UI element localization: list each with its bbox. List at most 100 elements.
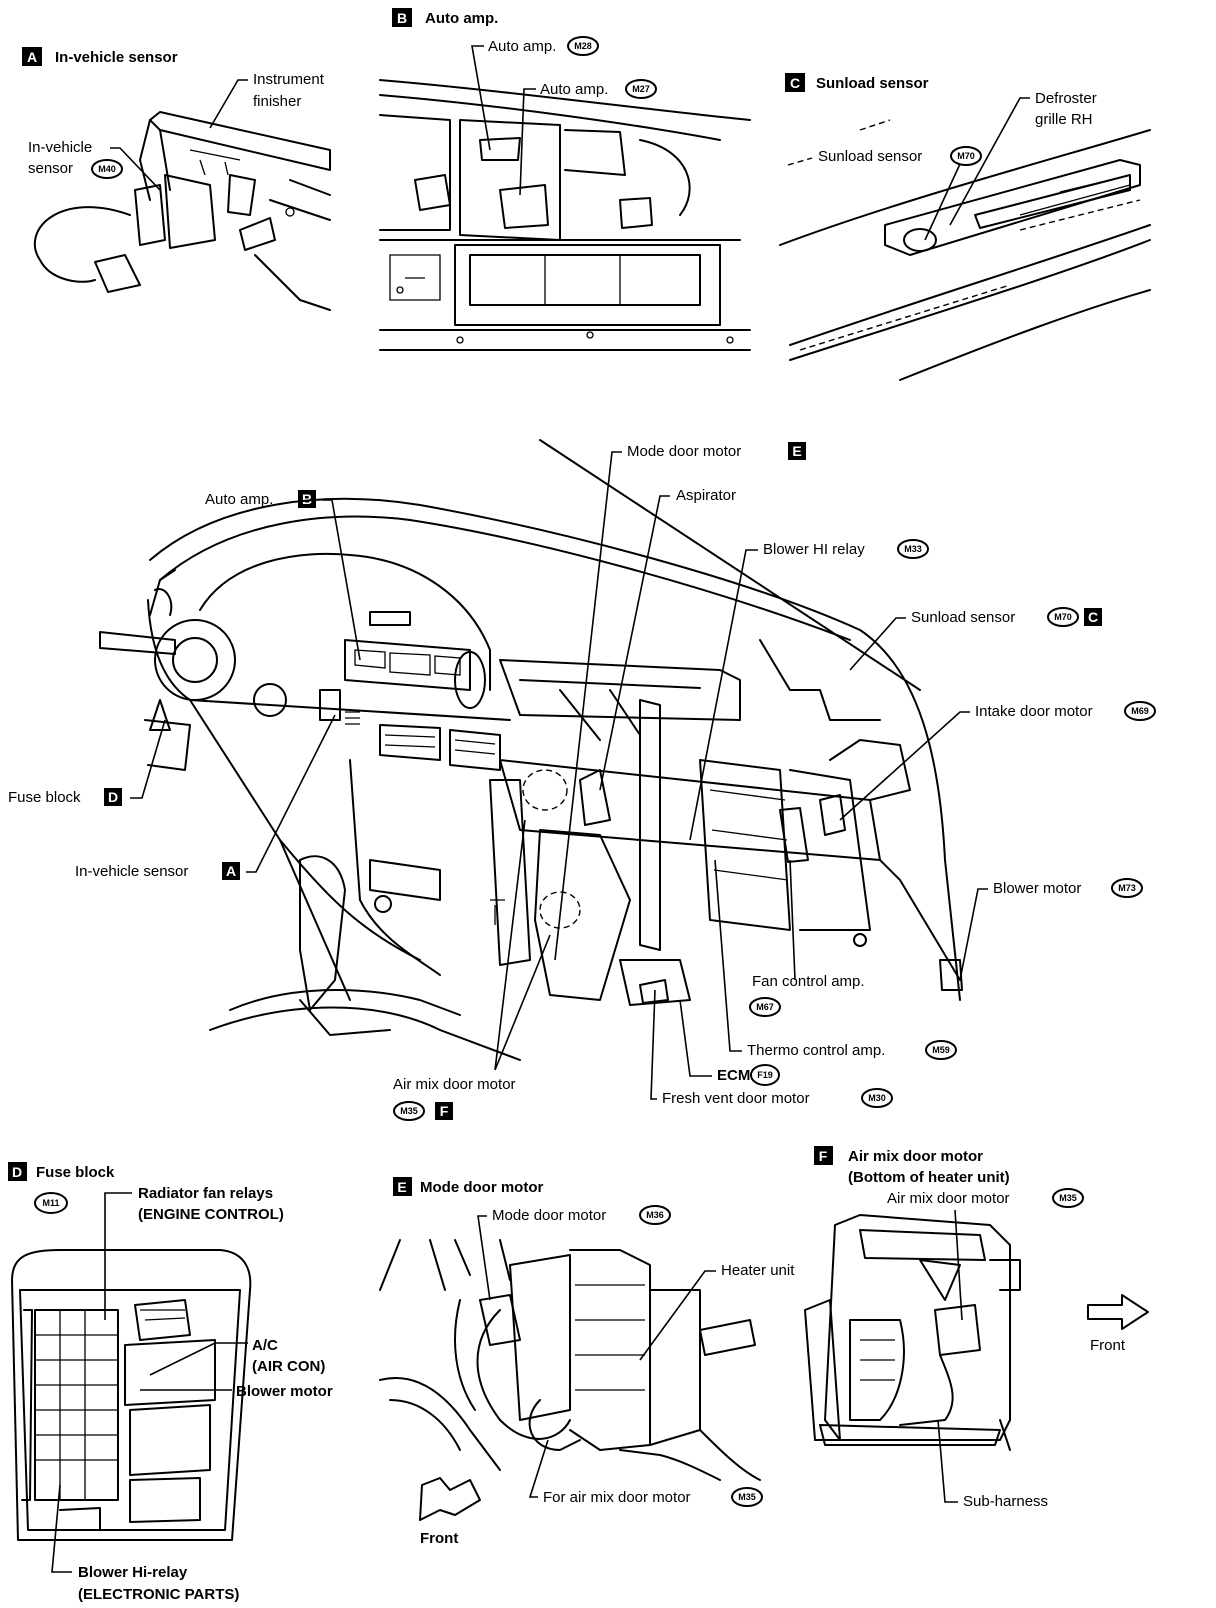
code-m35-e: M35 — [738, 1492, 756, 1502]
label-heater-unit: Heater unit — [721, 1262, 795, 1279]
code-m69: M69 — [1131, 706, 1149, 716]
label-sub-harness: Sub-harness — [963, 1493, 1048, 1510]
badge-d — [8, 1162, 27, 1181]
main-dashboard-view: Mode door motor E Aspirator Auto amp. B … — [8, 439, 1156, 1121]
badge-c — [785, 73, 805, 92]
callout-ecm: ECM — [717, 1067, 750, 1084]
badge-b-callout-letter: B — [302, 491, 312, 507]
code-m70: M70 — [957, 151, 975, 161]
connector-code-m70 — [950, 146, 982, 166]
connector-code-m30 — [861, 1088, 893, 1108]
badge-b — [392, 8, 412, 27]
code-m28: M28 — [574, 41, 592, 51]
callout-intake-door-motor: Intake door motor — [975, 703, 1093, 720]
label-instrument-finisher: Instrument — [253, 71, 325, 88]
connector-code-f19 — [750, 1064, 780, 1086]
badge-c-letter: C — [790, 75, 800, 91]
badge-c-callout — [1084, 608, 1102, 626]
code-m36: M36 — [646, 1210, 664, 1220]
badge-a-callout-letter: A — [226, 863, 236, 879]
connector-code-m67 — [749, 997, 781, 1017]
callout-auto-amp: Auto amp. — [205, 491, 273, 508]
callout-blower-hi-relay: Blower HI relay — [763, 541, 865, 558]
connector-code-m70-main — [1047, 607, 1079, 627]
connector-code-m33 — [897, 539, 929, 559]
callout-thermo-control-amp: Thermo control amp. — [747, 1042, 885, 1059]
code-m11: M11 — [42, 1198, 59, 1208]
badge-d-callout-letter: D — [108, 789, 118, 805]
label-ac: A/C — [252, 1337, 278, 1354]
callout-aspirator: Aspirator — [676, 487, 736, 504]
connector-code-m69 — [1124, 701, 1156, 721]
code-f19: F19 — [757, 1070, 773, 1080]
panel-e-mode-door-motor: E Mode door motor Mode door motor M36 He… — [379, 1177, 795, 1547]
label-blower-motor-fuse: Blower motor — [236, 1383, 333, 1400]
connector-code-m27 — [625, 79, 657, 99]
panel-f-subtitle: (Bottom of heater unit) — [848, 1169, 1010, 1186]
label-engine-control: (ENGINE CONTROL) — [138, 1206, 284, 1223]
code-m40: M40 — [98, 164, 116, 174]
label-auto-amp-m27: Auto amp. — [540, 81, 608, 98]
front-arrow-icon-f — [1087, 1294, 1149, 1330]
badge-f-callout — [435, 1102, 453, 1120]
label-sunload-sensor: Sunload sensor — [818, 148, 922, 165]
panel-f-title: Air mix door motor — [848, 1148, 983, 1165]
badge-d-callout — [104, 788, 122, 806]
badge-f — [814, 1146, 833, 1165]
badge-e-callout-letter: E — [792, 443, 801, 459]
label-electronic-parts: (ELECTRONIC PARTS) — [78, 1586, 239, 1603]
panel-b-title: Auto amp. — [425, 10, 498, 27]
connector-code-m40 — [91, 159, 123, 179]
label-in-vehicle-sensor-2: sensor — [28, 160, 73, 177]
panel-d-title: Fuse block — [36, 1164, 115, 1181]
connector-code-m59 — [925, 1040, 957, 1060]
badge-b-letter: B — [397, 10, 407, 26]
code-m59: M59 — [932, 1045, 950, 1055]
badge-d-letter: D — [12, 1164, 22, 1180]
badge-e — [393, 1177, 412, 1196]
label-in-vehicle-sensor: In-vehicle — [28, 139, 92, 156]
callout-mode-door-motor: Mode door motor — [627, 443, 741, 460]
panel-f-air-mix-door-motor: F Air mix door motor (Bottom of heater u… — [804, 1146, 1149, 1510]
label-auto-amp-m28: Auto amp. — [488, 38, 556, 55]
label-radiator-fan-relays: Radiator fan relays — [138, 1185, 273, 1202]
label-defroster-grille: Defroster — [1035, 90, 1097, 107]
label-front-f: Front — [1090, 1337, 1126, 1354]
connector-code-m35-f — [1052, 1188, 1084, 1208]
label-mode-door-motor-m36: Mode door motor — [492, 1207, 606, 1224]
panel-c-title: Sunload sensor — [816, 75, 929, 92]
code-m73: M73 — [1118, 883, 1136, 893]
badge-e-callout — [788, 442, 806, 460]
callout-sunload-sensor: Sunload sensor — [911, 609, 1015, 626]
panel-b-auto-amp: B Auto amp. Auto amp. M28 Auto amp. M27 — [379, 8, 751, 351]
callout-air-mix-door-motor: Air mix door motor — [393, 1076, 516, 1093]
panel-c-sunload-sensor: C Sunload sensor Sunload sensor M70 Defr… — [779, 73, 1151, 381]
badge-f-callout-letter: F — [440, 1103, 449, 1119]
panel-e-title: Mode door motor — [420, 1179, 543, 1196]
badge-a-callout — [222, 862, 240, 880]
panel-a-title: In-vehicle sensor — [55, 49, 178, 66]
badge-e-letter: E — [397, 1179, 406, 1195]
badge-a — [22, 47, 42, 66]
code-m67: M67 — [756, 1002, 774, 1012]
callout-fan-control-amp: Fan control amp. — [752, 973, 865, 990]
callout-fresh-vent-door-motor: Fresh vent door motor — [662, 1090, 810, 1107]
panel-a-in-vehicle-sensor: A In-vehicle sensor Instrument finisher … — [22, 47, 331, 311]
connector-code-m28 — [567, 36, 599, 56]
badge-a-letter: A — [27, 49, 37, 65]
connector-code-m35-e — [731, 1487, 763, 1507]
label-defroster-grille-2: grille RH — [1035, 111, 1093, 128]
connector-code-m35-main — [393, 1101, 425, 1121]
callout-fuse-block: Fuse block — [8, 789, 81, 806]
code-m70-main: M70 — [1054, 612, 1072, 622]
badge-f-letter: F — [819, 1148, 828, 1164]
label-air-con: (AIR CON) — [252, 1358, 325, 1375]
label-front-e: Front — [420, 1530, 458, 1547]
callout-blower-motor: Blower motor — [993, 880, 1081, 897]
code-m30: M30 — [868, 1093, 886, 1103]
code-m35-main: M35 — [400, 1106, 418, 1116]
label-blower-hi-relay: Blower Hi-relay — [78, 1564, 188, 1581]
label-instrument-finisher-2: finisher — [253, 93, 301, 110]
badge-c-callout-letter: C — [1088, 609, 1098, 625]
